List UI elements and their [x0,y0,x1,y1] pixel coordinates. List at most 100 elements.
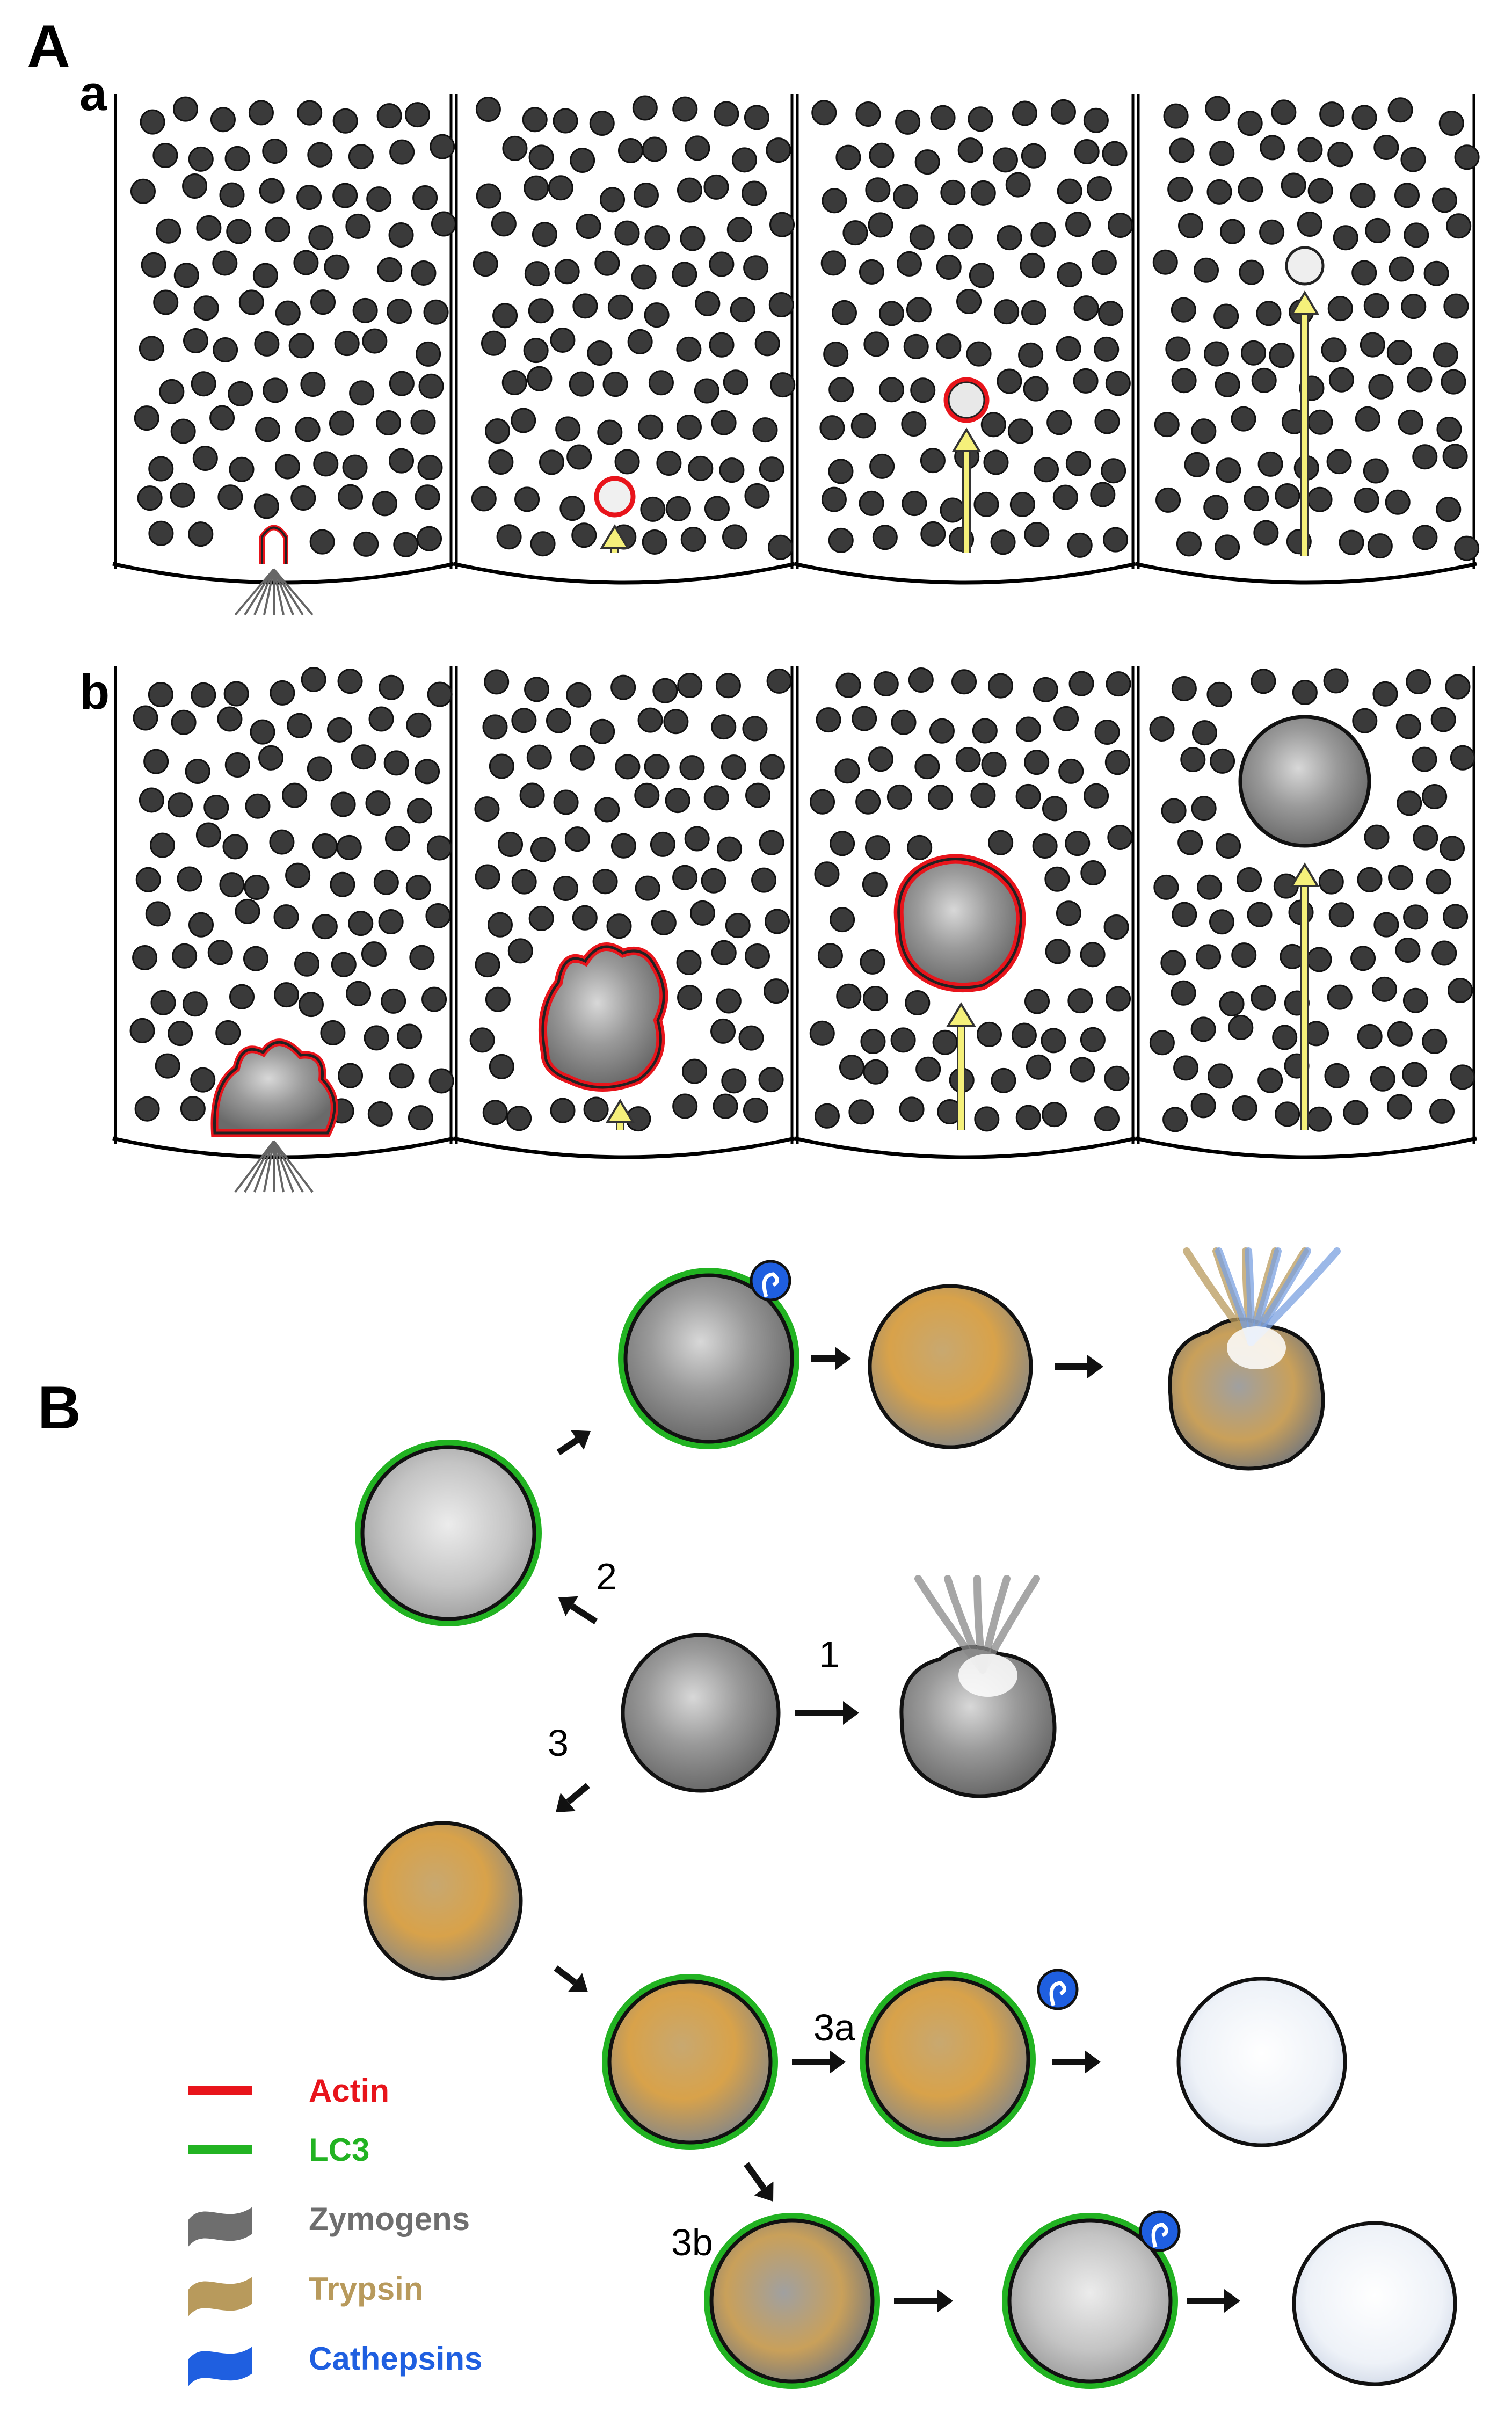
zymogen-granule [511,408,536,433]
zymogen-granule [684,826,710,852]
zymogen-granule [1041,1028,1066,1054]
zymogen-granule [743,1098,768,1123]
zymogen-granule [742,180,767,206]
zymogen-granule [572,293,598,319]
zymogen-granule [1167,177,1193,202]
zymogen-granule [1232,1095,1257,1121]
zymogen-granule [168,1021,193,1047]
zymogen-granule [275,300,301,326]
zymogen-granule [1385,489,1411,515]
zymogen-granule [717,836,743,862]
zymogen-granule [1171,297,1196,323]
zymogen-granule [1386,340,1412,366]
zymogen-granule [426,835,452,861]
exocytosed-content [273,1141,304,1193]
zymogen-granule [148,520,174,546]
zymogen-granule [863,986,889,1012]
zymogen-granule [191,371,216,397]
row-a-letter: a [79,66,107,121]
zymogen-granule [809,1020,835,1046]
zymogen-granule [751,867,777,893]
zymogen-granule [1388,865,1414,890]
zymogen-granule [744,105,769,130]
zymogen-granule [988,830,1014,855]
zymogen-granule [1422,1028,1448,1054]
zymogen-granule [676,949,702,975]
zymogen-granule [301,666,326,692]
zymogen-granule [250,719,275,745]
zymogen-granule [822,188,847,214]
zymogen-granule [273,904,299,930]
zymogen-granule [1360,332,1385,358]
zymogen-granule [930,105,956,130]
zymogen-granule [752,417,778,443]
zymogen-granule [259,178,285,204]
zymogen-granule [372,491,398,517]
pathway-arrow [554,1965,577,1985]
zymogen-granule [886,784,912,810]
zymogen-granule [570,148,595,173]
zymogen-granule [863,1059,889,1085]
zymogen-granule [1269,343,1295,368]
release-site [958,1654,1017,1697]
legend-cathepsins-swatch [188,2347,252,2387]
zymogen-granule [287,713,312,738]
exocytosed-content [253,569,275,615]
zymogen-granule [173,263,199,288]
zymogen-granule [920,521,946,547]
exocytosed-content [253,1141,275,1193]
zymogen-granule [632,95,658,121]
apical-membrane [1135,562,1477,585]
zymogen-granule [491,211,517,237]
zymogen-granule [1209,909,1235,935]
zymogen-granule [1327,296,1353,322]
zymogen-granule [212,250,238,276]
zymogen-granule [378,909,404,934]
zymogen-granule [1012,100,1037,126]
zymogen-granule [770,372,796,398]
zymogen-granule [362,328,388,354]
zymogen-granule [156,218,181,244]
zymogen-granule [633,183,659,208]
zymogen-granule [1065,831,1091,856]
zymogen-granule [425,903,451,928]
zymogen-granule [1080,860,1106,885]
cathepsin-release [762,1272,779,1298]
zymogen-granule [587,340,613,366]
zymogen-granule [139,787,164,813]
zymogen-granule [148,456,174,482]
zymogen-granule [1193,257,1219,283]
zymogen-granule [1412,525,1438,550]
zymogen-granule [909,224,935,250]
zymogen-granule [652,678,678,703]
zymogen-granule [768,534,794,560]
zymogen-granule [610,833,636,859]
zymogen-granule [1177,830,1203,855]
zymogen-granule [677,177,702,203]
zymogen-granule [1067,988,1093,1014]
zymogen-granule [1239,259,1264,285]
zymogen-granule [141,252,166,278]
zymogen-granule [1042,1102,1067,1128]
pathway-arrow-head [568,1973,588,1992]
zymogen-granule [1190,1093,1216,1119]
zymogen-granule [366,186,392,212]
zymogen-granule [1103,527,1129,553]
zymogen-granule [566,444,592,470]
zymogen-granule [188,521,214,547]
zymogen-granule [766,668,792,694]
pathway-arrow-head [556,1792,576,1812]
zymogen-granule [915,1056,941,1082]
zymogen-granule [895,109,921,135]
zymogen-granule [140,109,165,135]
zymogen-granule [1165,336,1191,362]
zymogen-granule [1196,944,1222,970]
zymogen-granule [1015,783,1041,809]
zymogen-granule [711,940,737,965]
zymogen-granule [835,672,861,698]
zymogen-granule [694,378,719,404]
degraded-vesicle-3a [1176,1977,1347,2147]
zymogen-granule [553,876,578,902]
zymogen-granule [1024,989,1050,1014]
zymogen-granule [368,706,394,732]
